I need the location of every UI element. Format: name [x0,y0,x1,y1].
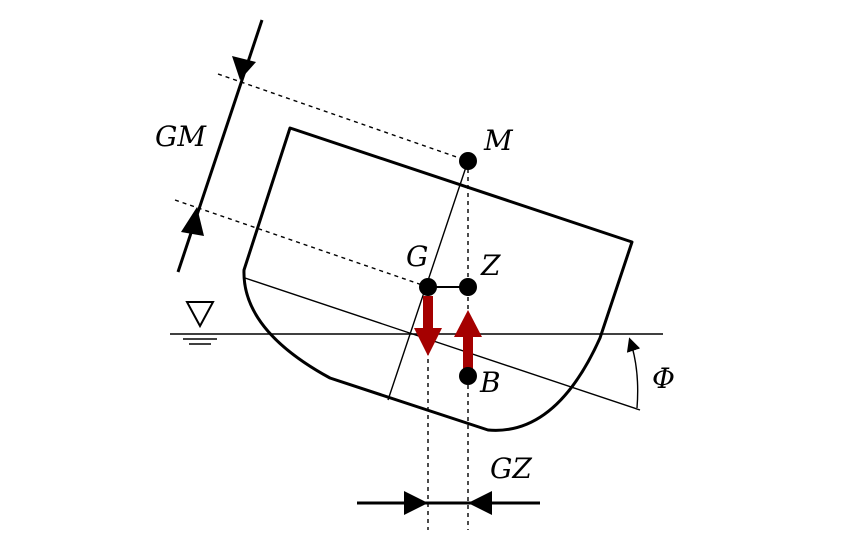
weight-force-arrow [414,296,442,356]
buoyancy-force-arrow [454,310,482,370]
label-phi: Φ [652,362,675,395]
label-b: B [479,366,501,399]
label-g: G [406,240,428,273]
gz-arrowhead-left [404,491,428,515]
point-b [459,367,477,385]
hull-outline [242,126,634,432]
label-m: M [483,124,514,157]
label-z: Z [480,249,501,282]
point-g [419,278,437,296]
water-level-triangle-icon [183,301,217,345]
gm-arrowhead-bottom [181,207,204,236]
label-gz: GZ [490,452,532,485]
point-m [459,152,477,170]
heel-angle-arc [626,337,641,409]
gm-arrowhead-top [232,56,256,80]
gz-arrowhead-right [468,491,492,515]
point-z [459,278,477,296]
heeled-reference-line [244,277,641,411]
g-extension-line [174,199,429,288]
label-gm: GM [155,120,207,153]
m-extension-line [217,73,469,162]
